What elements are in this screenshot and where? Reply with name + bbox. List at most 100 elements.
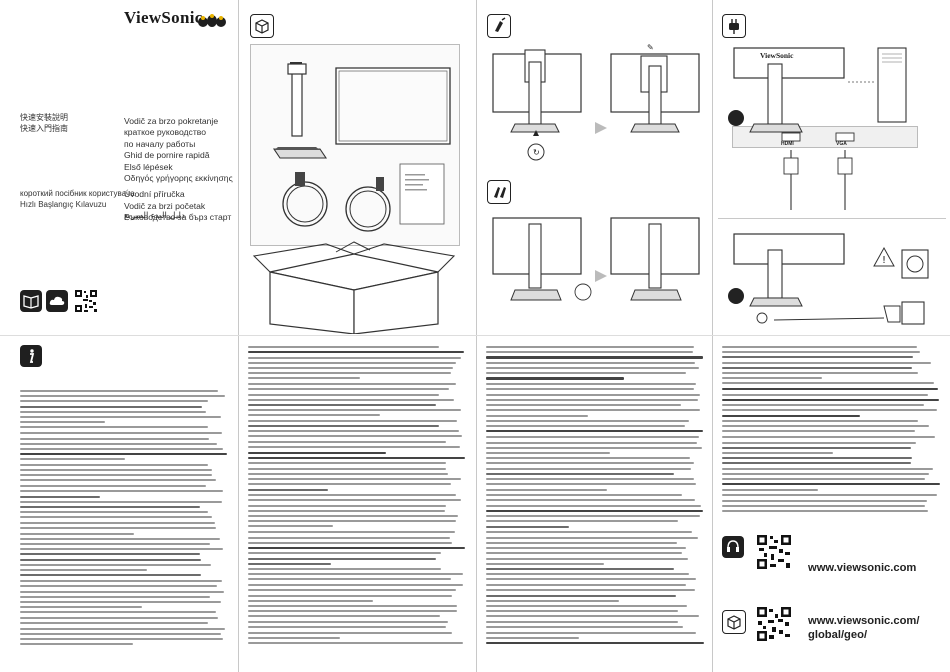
text-line — [248, 589, 456, 592]
text-line — [486, 372, 686, 375]
guide-title: Első lépések — [124, 161, 173, 172]
text-line — [20, 532, 134, 535]
text-line — [248, 509, 445, 512]
guide-title: Úvodní příručka — [124, 189, 185, 200]
section-divider — [718, 218, 946, 219]
text-line — [486, 615, 700, 618]
text-line — [722, 472, 930, 475]
text-line — [248, 546, 465, 550]
extra-titles: короткий посібник користувача Hızlı Başl… — [20, 188, 135, 210]
text-line — [486, 594, 677, 597]
text-line — [486, 573, 690, 576]
geo-url[interactable]: www.viewsonic.com/ global/geo/ — [808, 614, 920, 642]
text-line — [248, 377, 360, 380]
text-line — [722, 356, 914, 359]
title-cjk-simplified: 快速入門指南 — [20, 124, 68, 133]
text-line — [20, 580, 222, 583]
text-line — [248, 472, 448, 475]
cover-qr-code[interactable] — [74, 289, 98, 313]
text-line — [722, 404, 924, 407]
text-line — [248, 642, 463, 645]
text-line — [248, 424, 439, 427]
text-line — [20, 563, 211, 566]
guide-title: Vodič za brzo pokretanje — [124, 116, 219, 126]
text-line — [20, 616, 219, 619]
text-line — [20, 426, 209, 429]
text-line — [722, 483, 940, 486]
text-line — [248, 578, 451, 581]
text-line — [722, 361, 931, 364]
text-line — [20, 543, 210, 546]
geo-url-line-2[interactable]: global/geo/ — [808, 629, 868, 641]
viewsonic-url[interactable]: www.viewsonic.com — [808, 562, 917, 574]
text-line — [248, 441, 447, 444]
guide-title-turkish: Hızlı Başlangıç Kılavuzu — [20, 200, 107, 209]
text-line — [486, 536, 698, 539]
text-line — [486, 589, 695, 592]
text-line — [722, 494, 937, 497]
text-line — [486, 419, 689, 422]
text-line — [722, 435, 936, 438]
text-line — [486, 562, 604, 565]
text-line — [722, 441, 917, 444]
text-line — [486, 393, 701, 396]
text-line — [20, 553, 200, 556]
text-line — [722, 398, 939, 402]
text-line — [722, 414, 860, 417]
birds-logo-icon — [198, 14, 226, 27]
stand-lock-illustration — [492, 217, 700, 301]
text-line — [248, 552, 441, 555]
text-line — [20, 421, 105, 424]
text-line — [248, 520, 457, 523]
geo-url-line-1[interactable]: www.viewsonic.com/ — [808, 615, 920, 627]
text-line — [248, 573, 464, 576]
text-line — [722, 430, 915, 433]
text-line — [20, 495, 101, 498]
text-line — [20, 526, 217, 529]
text-line — [20, 590, 224, 593]
text-line — [486, 494, 683, 497]
text-line — [722, 467, 934, 470]
text-line — [20, 479, 216, 482]
support-icon — [722, 536, 744, 558]
text-line — [722, 346, 917, 348]
svg-text:!: ! — [882, 255, 886, 266]
text-line — [248, 615, 441, 618]
text-line — [248, 462, 446, 465]
text-line — [248, 409, 462, 412]
guide-title-arabic: دليل البدء السريع — [124, 210, 185, 220]
text-line — [486, 509, 703, 512]
text-line — [486, 425, 685, 427]
text-line — [248, 419, 457, 422]
text-line — [20, 511, 209, 514]
support-qr-code[interactable] — [756, 534, 792, 570]
text-line — [20, 442, 217, 445]
text-line — [248, 625, 446, 628]
text-line — [20, 395, 226, 398]
text-line — [486, 489, 607, 492]
text-line — [20, 643, 133, 646]
book-icon — [20, 290, 42, 312]
safety-text-column-3 — [486, 346, 704, 648]
text-line — [248, 584, 463, 587]
guide-title: краткое руководство — [124, 127, 207, 138]
text-line — [20, 521, 215, 524]
text-line — [722, 409, 938, 412]
geo-qr-code[interactable] — [756, 606, 792, 642]
text-line — [722, 377, 822, 380]
text-line — [248, 430, 459, 432]
text-line — [248, 489, 328, 492]
cjk-titles: 快速安裝說明 快速入門指南 — [20, 112, 68, 134]
text-line — [20, 606, 142, 609]
text-line — [20, 453, 227, 456]
box-contents-illustration — [252, 62, 456, 334]
text-line — [248, 356, 462, 359]
text-line — [20, 468, 213, 471]
text-line — [486, 547, 686, 550]
brand-logo: ViewSonic — [124, 8, 203, 27]
text-line — [486, 430, 703, 433]
text-line — [248, 414, 380, 417]
text-line — [20, 474, 212, 476]
step-badge-2 — [487, 180, 511, 204]
text-line — [722, 446, 912, 449]
